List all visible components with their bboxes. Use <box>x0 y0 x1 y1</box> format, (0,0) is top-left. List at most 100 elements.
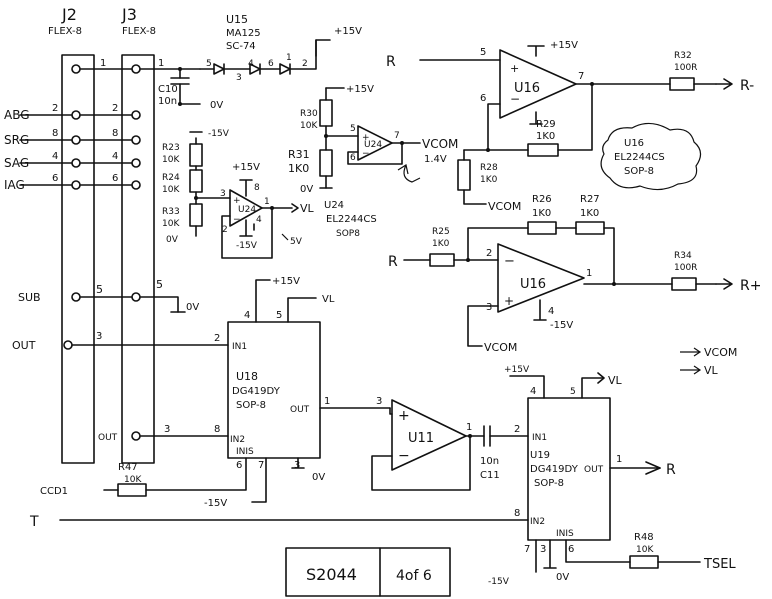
u19-type: DG419DY <box>530 464 579 475</box>
u18-pin7: 7 <box>258 460 264 471</box>
u24b-minus: − <box>233 215 241 225</box>
u24a-ref: U24 <box>364 140 382 150</box>
u16b-pin1: 1 <box>586 268 592 279</box>
u24a-pin6: 6 <box>350 153 356 163</box>
u11-pin1: 1 <box>466 422 472 433</box>
u18-type: DG419DY <box>232 386 281 397</box>
u16b-m15-label: -15V <box>550 320 573 331</box>
r48-ref: R48 <box>634 532 654 543</box>
u16a-minus: − <box>510 92 520 106</box>
connector-j3: J3 FLEX-8 <box>121 5 156 464</box>
vcom-u24-label: VCOM <box>422 137 458 151</box>
r30-p15-label: +15V <box>346 84 374 95</box>
u18-vl-label: VL <box>322 294 335 305</box>
u19-pin8: 8 <box>514 508 520 519</box>
r31-body <box>319 149 333 177</box>
r31-value: 1K0 <box>288 162 309 175</box>
j3-pin-1-label: 1 <box>158 58 164 69</box>
j3-type: FLEX-8 <box>122 26 156 37</box>
c10-0v-label: 0V <box>210 100 223 111</box>
r30-value: 10K <box>300 121 318 131</box>
j3-pin-8 <box>131 135 141 145</box>
u18-p15-label: +15V <box>272 276 300 287</box>
j2-pin-5-label: 5 <box>96 283 103 296</box>
connector-wires <box>19 68 229 346</box>
u16-type: EL2244CS <box>614 152 665 163</box>
u15-pin5: 5 <box>206 59 212 69</box>
u24b-p15-label: +15V <box>232 162 260 173</box>
u15-pin6: 6 <box>268 59 274 69</box>
vcom-r28-label: VCOM <box>488 200 521 213</box>
r29-body <box>527 143 559 157</box>
connector-j3-body <box>121 54 155 464</box>
r33-0v-label: 0V <box>166 235 179 245</box>
j2-pin-8-label: 8 <box>52 128 58 139</box>
net-legend: VCOM VL <box>680 346 737 377</box>
j2-pin-8 <box>71 135 81 145</box>
u19-pin6: 6 <box>568 544 574 555</box>
r29-ref: R29 <box>536 119 556 130</box>
u16-info-cloud: U16 EL2244CS SOP-8 <box>600 122 702 191</box>
j3-pin-5 <box>131 292 141 302</box>
j3-pin-out <box>131 431 141 441</box>
r-minus-label: R- <box>740 78 754 94</box>
u24b-plus: + <box>233 196 241 206</box>
u15-pin3: 3 <box>236 73 242 83</box>
u18-m15-label: -15V <box>204 498 227 509</box>
j3-pin-2-label: 2 <box>112 103 118 114</box>
u24b-body <box>229 189 263 227</box>
r25-body <box>429 253 455 267</box>
u16b-minus: − <box>504 254 515 269</box>
r23-body <box>189 143 203 167</box>
j2-pin-3 <box>63 340 73 350</box>
vcom-divider: +15V R30 10K R31 1K0 0V <box>288 84 374 195</box>
vl-u24b-label: VL <box>300 202 315 215</box>
c11-ref: C11 <box>480 470 500 481</box>
connector-j2-body <box>61 54 95 464</box>
title-block: S2044 4of 6 <box>285 547 451 597</box>
j2-ref: J2 <box>61 5 77 24</box>
u24b-buffer: + − U24 R23 10K R24 10K R33 10K 0V -15V … <box>162 129 377 259</box>
j3-pin-2 <box>131 110 141 120</box>
u19-m15-label: -15V <box>488 577 510 587</box>
sub-0v-label: 0V <box>186 302 199 313</box>
r48-value: 10K <box>636 545 654 555</box>
c10-value: 10n <box>158 96 177 107</box>
u16b-pin2: 2 <box>486 248 492 259</box>
u18-pin4: 4 <box>244 310 250 321</box>
j2-pin-4-label: 4 <box>52 151 58 162</box>
r24-body <box>189 169 203 193</box>
legend-vl: VL <box>704 364 719 377</box>
r23-m15-label: -15V <box>208 129 230 139</box>
c11-value: 10n <box>480 456 499 467</box>
u15-pkg: SC-74 <box>226 41 256 52</box>
j2-pin-5 <box>71 292 81 302</box>
out-label: OUT <box>12 339 36 352</box>
u19-body <box>527 397 611 541</box>
t-label: T <box>29 514 39 530</box>
r26-ref: R26 <box>532 194 552 205</box>
r34-value: 100R <box>674 263 697 273</box>
r32-ref: R32 <box>674 51 692 61</box>
5v-note: 5V <box>290 237 303 247</box>
connector-pin-numbers: 1 2 8 4 6 5 3 1 2 8 4 6 5 <box>52 58 164 342</box>
connector-pins <box>63 64 141 441</box>
u15-pin2: 2 <box>302 59 308 69</box>
u18-pin8: 8 <box>214 424 220 435</box>
u16a-pin6: 6 <box>480 93 486 104</box>
title-block-frame <box>285 547 451 597</box>
u19-ref: U19 <box>530 450 550 461</box>
r28-value: 1K0 <box>480 175 498 185</box>
u19-in1: IN1 <box>532 433 547 443</box>
j2-pin-3-label: 3 <box>96 331 102 342</box>
r33-ref: R33 <box>162 207 180 217</box>
u19-pin2: 2 <box>514 424 520 435</box>
u16a-p15-label: +15V <box>550 40 578 51</box>
j3-pin-1 <box>131 64 141 74</box>
u24a-minus: − <box>362 149 370 159</box>
u19-pin7: 7 <box>524 544 530 555</box>
u24b-m15-label: -15V <box>236 241 258 251</box>
j2-pin-2 <box>71 110 81 120</box>
ccd1-label: CCD1 <box>40 486 68 497</box>
